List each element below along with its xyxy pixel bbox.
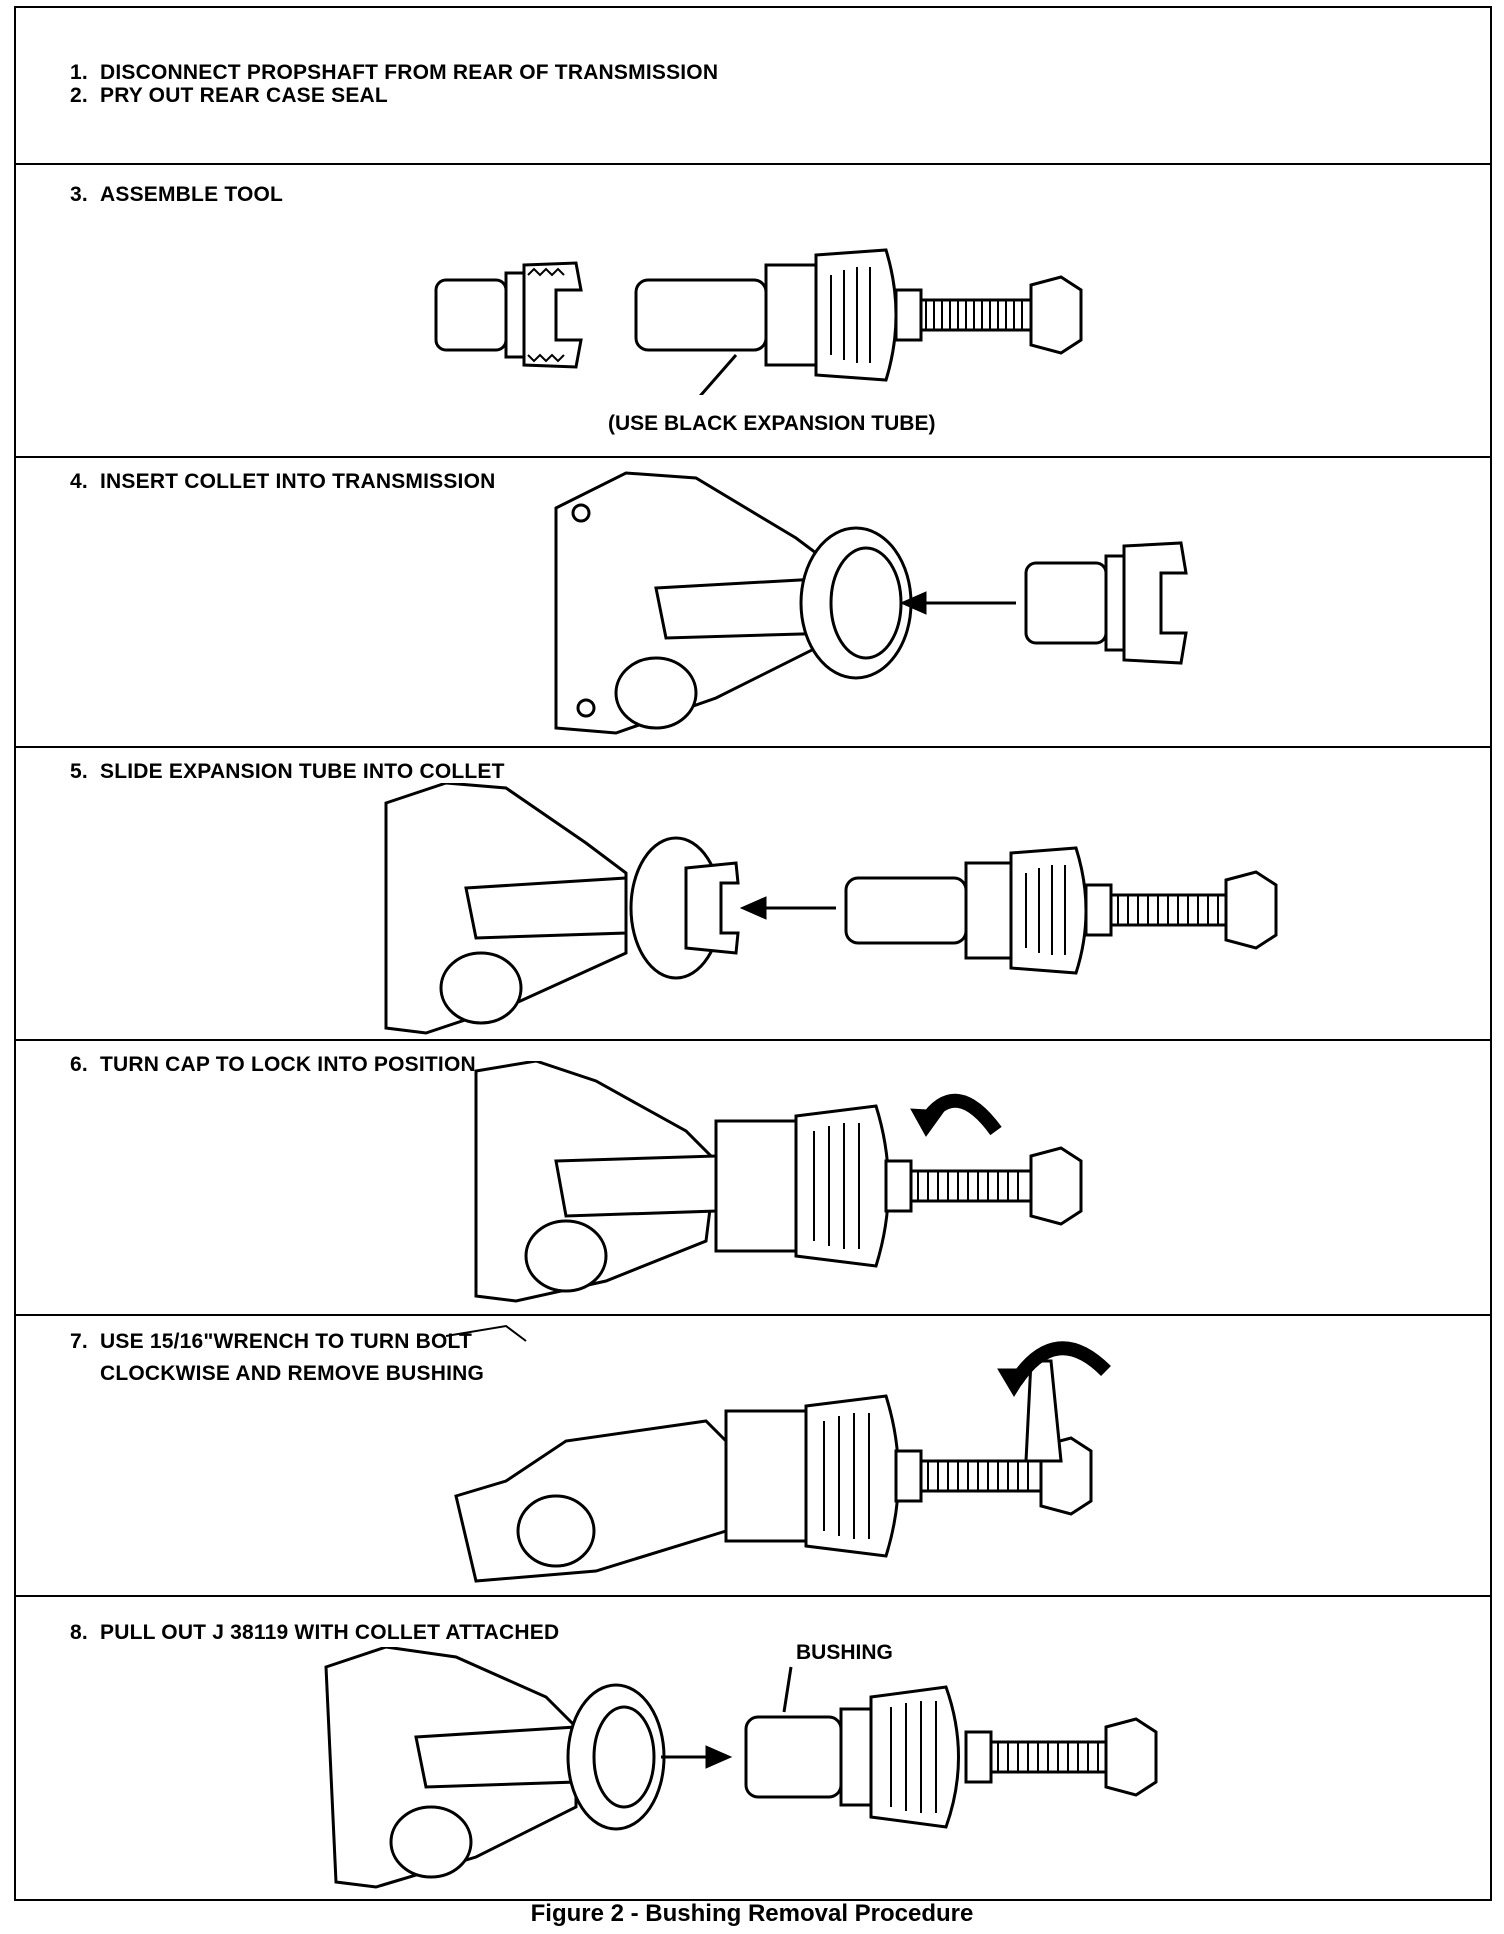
procedure-frame: 1. DISCONNECT PROPSHAFT FROM REAR OF TRAN… [14,6,1492,1901]
wrench-turn-bolt-illustration [446,1324,1111,1583]
slide-expansion-tube-illustration [384,783,1278,1035]
step-6-number: 6. [70,1053,88,1076]
step-2-number: 2. [70,84,88,107]
puller-drawing [714,1093,1083,1268]
step-6: 6. TURN CAP TO LOCK INTO POSITION [70,1053,476,1077]
step-8-number: 8. [70,1621,88,1644]
panel-step-5: 5. SLIDE EXPANSION TUBE INTO COLLET [16,748,1490,1041]
panel-step-8: 8.PULL OUT J 38119 WITH COLLET ATTACHED … [16,1597,1490,1903]
step-2: 2. PRY OUT REAR CASE SEAL [70,84,388,108]
step-1: 1. DISCONNECT PROPSHAFT FROM REAR OF TRAN… [70,61,718,85]
step-1-number: 1. [70,61,88,84]
bushing-callout: BUSHING [796,1641,893,1664]
expansion-tube-drawing [634,248,1083,395]
panel-step-6: 6. TURN CAP TO LOCK INTO POSITION [16,1041,1490,1316]
puller-drawing [844,846,1278,975]
expansion-tube-callout: (USE BLACK EXPANSION TUBE) [608,412,936,435]
panel-step-3: 3. ASSEMBLE TOOL [16,165,1490,458]
panel-steps-1-2: 1. DISCONNECT PROPSHAFT FROM REAR OF TRAN… [16,8,1490,165]
turn-cap-illustration [474,1061,1083,1303]
figure-caption: Figure 2 - Bushing Removal Procedure [530,1900,974,1927]
pull-out-tool-illustration [324,1647,1158,1889]
step-8: 8. PULL OUT J 38119 WITH COLLET ATTACHED [70,1621,559,1645]
step-7: 7. USE 15/16"WRENCH TO TURN BOLT [70,1330,472,1354]
step-4-number: 4. [70,470,88,493]
transmission-housing-drawing [384,783,740,1035]
step-3-number: 3. [70,183,88,206]
panel-step-4: 4. INSERT COLLET INTO TRANSMISSION [16,458,1490,748]
collet-drawing [1024,541,1188,665]
step-2-text: PRY OUT REAR CASE SEAL [100,84,388,107]
step-3: 3. ASSEMBLE TOOL [70,183,283,207]
collet-drawing [434,261,583,369]
bushing-drawing [744,1715,843,1799]
transmission-housing-drawing [554,471,913,735]
step-1-text: DISCONNECT PROPSHAFT FROM REAR OF TRANSM… [100,61,719,84]
puller-drawing [724,1341,1111,1558]
step-6-text: TURN CAP TO LOCK INTO POSITION [100,1053,476,1076]
step-4-text: INSERT COLLET INTO TRANSMISSION [100,470,496,493]
puller-drawing [744,1685,1158,1829]
step-8-text: PULL OUT J 38119 WITH COLLET ATTACHED [100,1621,560,1644]
step-5-text: SLIDE EXPANSION TUBE INTO COLLET [100,760,505,783]
transmission-housing-drawing [474,1061,718,1303]
insert-collet-illustration [554,471,1188,735]
step-7-line-2: CLOCKWISE AND REMOVE BUSHING [100,1362,484,1386]
step-5: 5. SLIDE EXPANSION TUBE INTO COLLET [70,760,505,784]
step-4: 4. INSERT COLLET INTO TRANSMISSION [70,470,496,494]
step-7-text-2: CLOCKWISE AND REMOVE BUSHING [100,1362,484,1385]
tool-assembly-illustration [434,248,1083,395]
step-3-text: ASSEMBLE TOOL [100,183,284,206]
step-7-text: USE 15/16"WRENCH TO TURN BOLT [100,1330,473,1353]
wrench-drawing [1024,1359,1063,1463]
step-5-number: 5. [70,760,88,783]
transmission-housing-drawing [446,1324,738,1583]
transmission-housing-drawing [324,1647,666,1889]
panel-step-7: 7. USE 15/16"WRENCH TO TURN BOLT CLOCKWIS… [16,1316,1490,1597]
step-7-number: 7. [70,1330,88,1353]
